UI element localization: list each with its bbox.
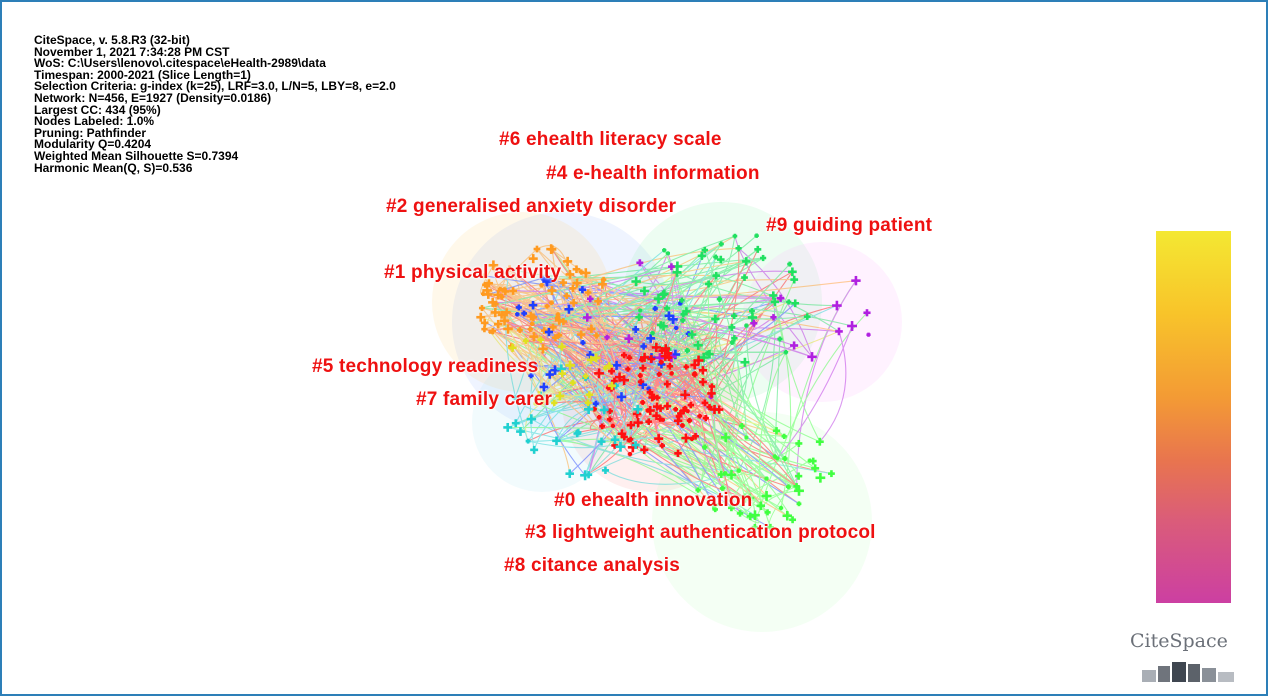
info-line: Selection Criteria: g-index (k=25), LRF=… <box>34 79 396 94</box>
info-line: Harmonic Mean(Q, S)=0.536 <box>34 160 193 175</box>
info-line: Network: N=456, E=1927 (Density=0.0186) <box>34 90 272 105</box>
info-line: Weighted Mean Silhouette S=0.7394 <box>34 148 239 163</box>
info-line: November 1, 2021 7:34:28 PM CST <box>34 44 230 59</box>
cluster-label-2[interactable]: #2 generalised anxiety disorder <box>386 196 677 217</box>
info-line: CiteSpace, v. 5.8.R3 (32-bit) <box>34 33 190 47</box>
cluster-label-3[interactable]: #3 lightweight authentication protocol <box>525 522 876 543</box>
cluster-label-7[interactable]: #7 family carer <box>416 389 553 410</box>
info-line: Timespan: 2000-2021 (Slice Length=1) <box>34 67 251 82</box>
network-summary: CiteSpace, v. 5.8.R3 (32-bit) November 1… <box>34 33 396 175</box>
cluster-label-1[interactable]: #1 physical activity <box>384 262 562 283</box>
citespace-logo: CiteSpace <box>1122 630 1257 690</box>
cluster-label-8[interactable]: #8 citance analysis <box>504 555 680 576</box>
cluster-label-9[interactable]: #9 guiding patient <box>766 215 933 236</box>
cluster-label-5[interactable]: #5 technology readiness <box>312 356 539 377</box>
info-line: Modularity Q=0.4204 <box>34 137 152 152</box>
info-line: Largest CC: 434 (95%) <box>34 102 161 117</box>
timeline-color-bar <box>1156 231 1231 603</box>
logo-text: CiteSpace <box>1130 630 1228 652</box>
info-line: Nodes Labeled: 1.0% <box>34 114 155 129</box>
cluster-label-4[interactable]: #4 e-health information <box>546 163 760 184</box>
cluster-label-0[interactable]: #0 ehealth innovation <box>554 490 753 511</box>
city-skyline-icon <box>1142 662 1234 682</box>
info-line: Pruning: Pathfinder <box>34 125 146 140</box>
info-line: WoS: C:\Users\lenovo\.citespace\eHealth-… <box>34 56 326 71</box>
cluster-label-6[interactable]: #6 ehealth literacy scale <box>499 129 722 150</box>
